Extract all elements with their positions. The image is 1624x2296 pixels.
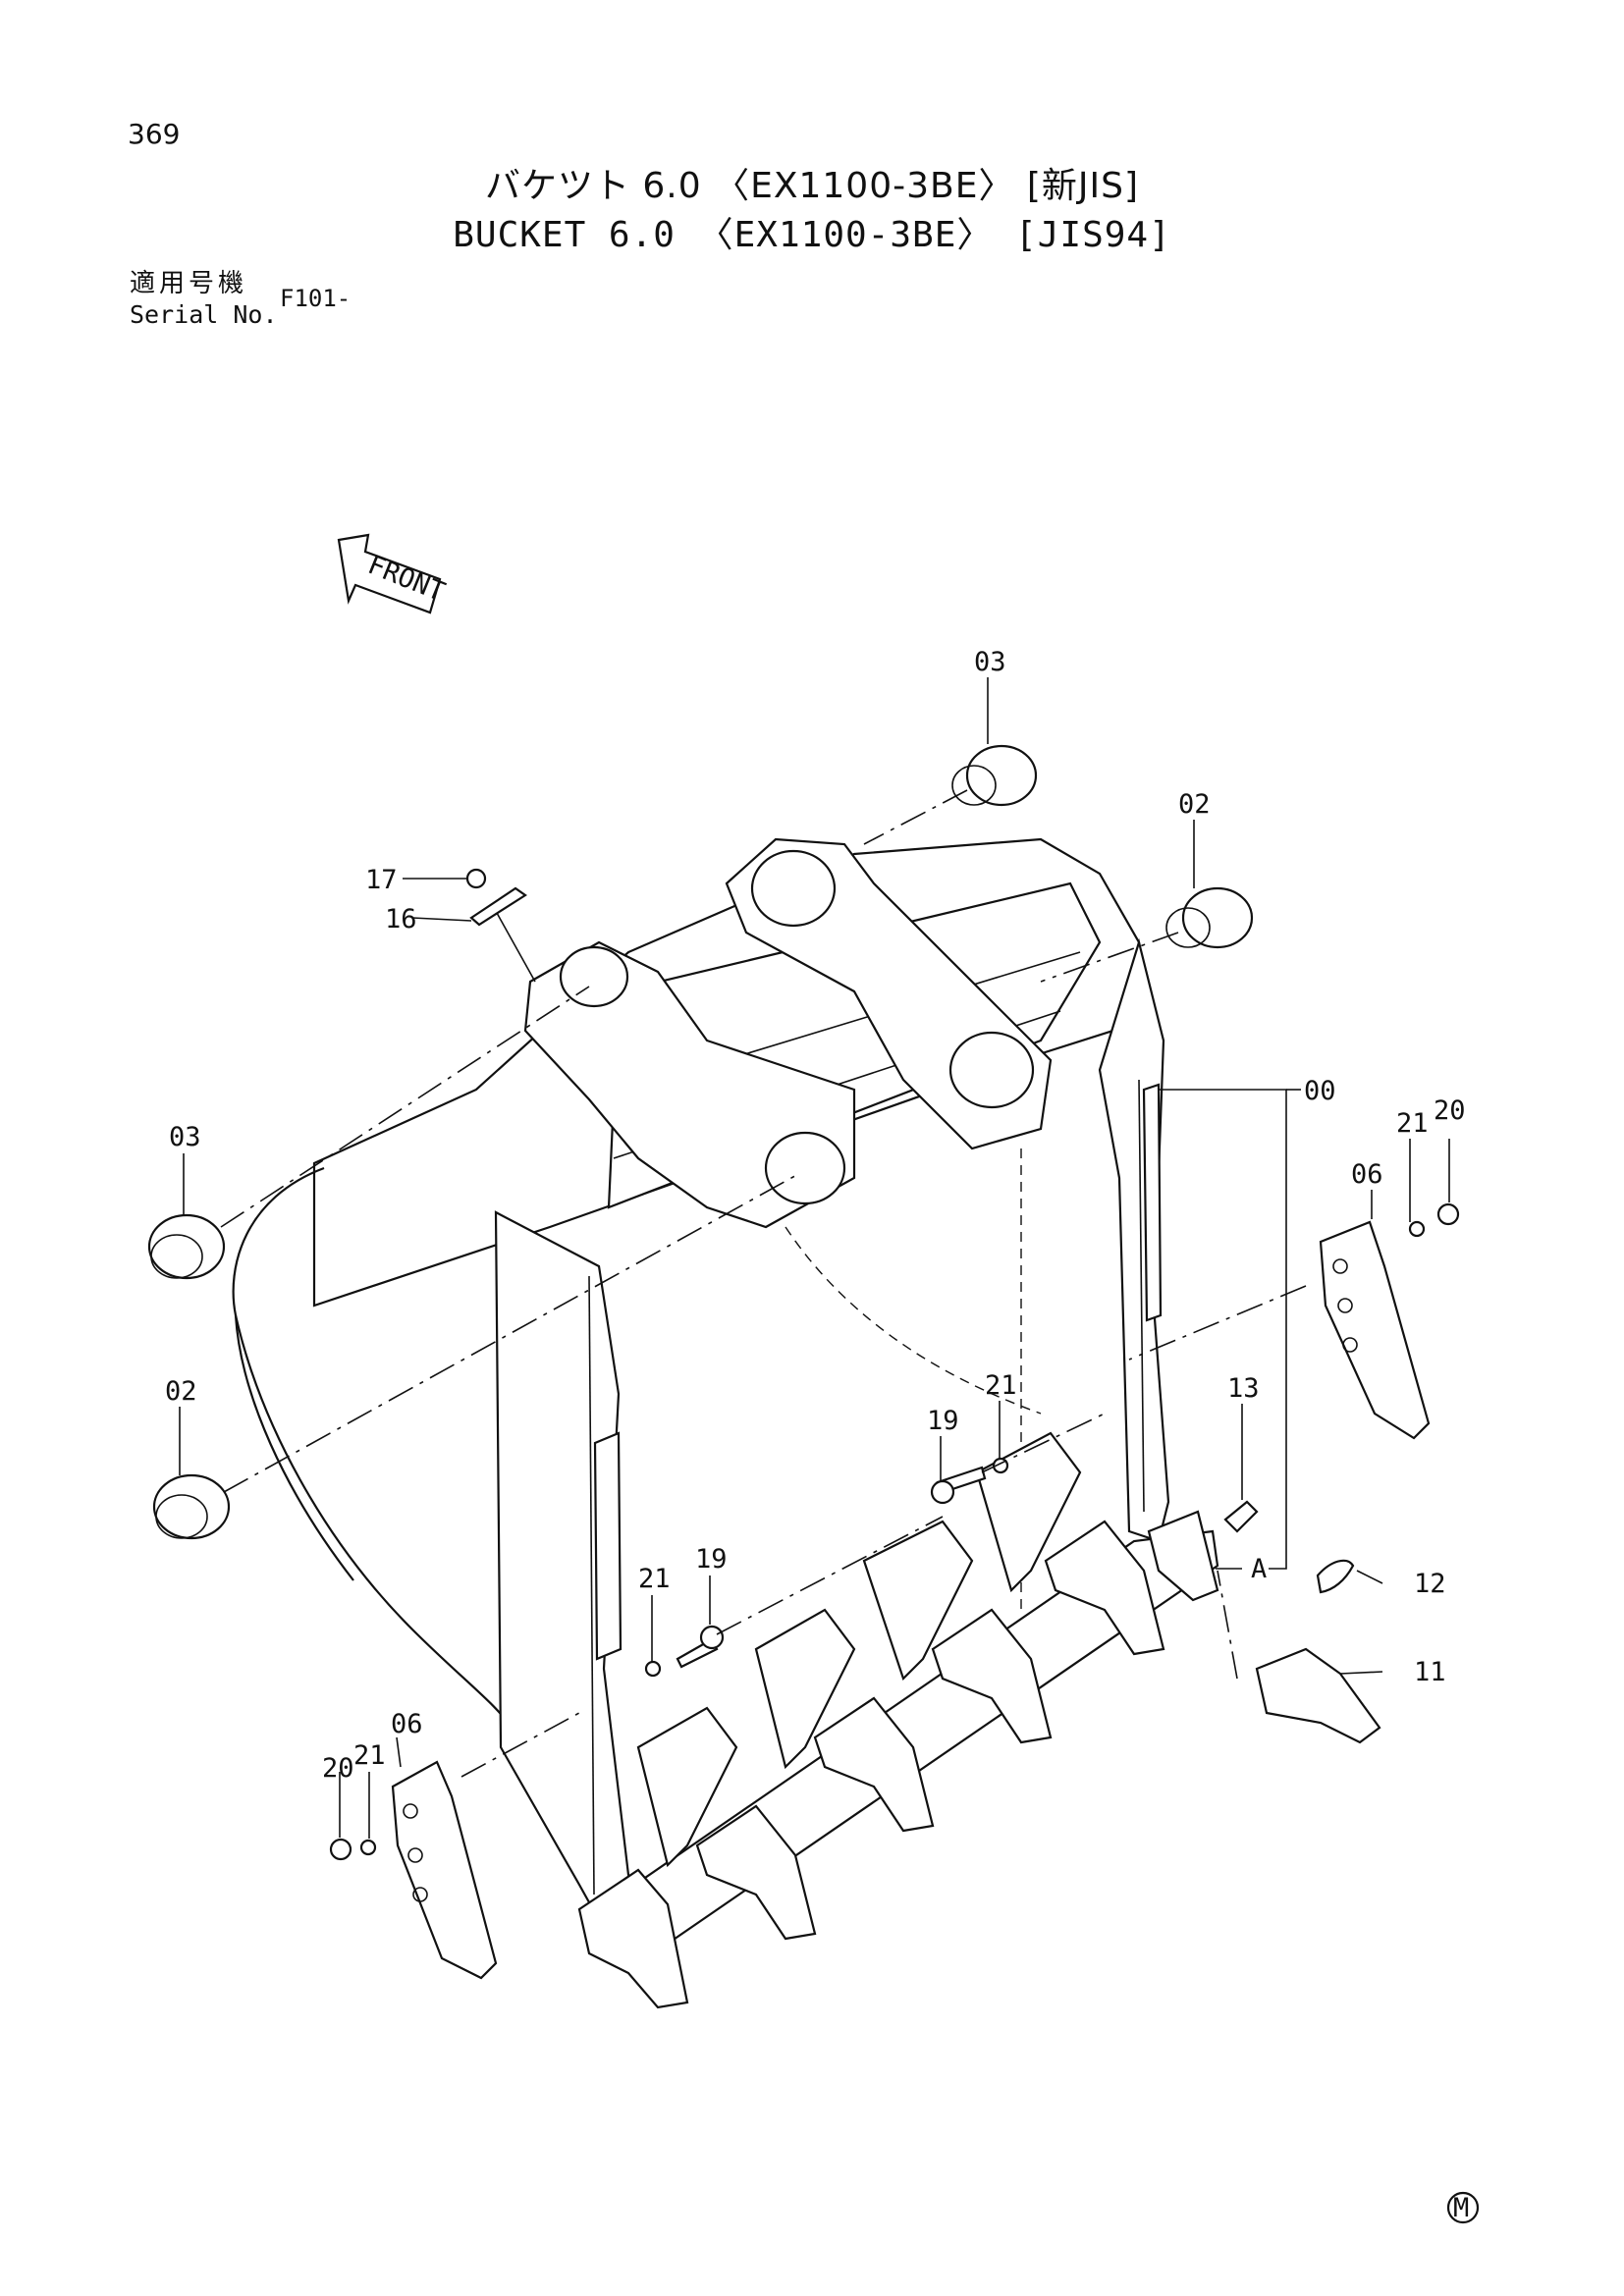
part-label-17: 17 <box>365 865 398 895</box>
part-label-16: 16 <box>385 904 417 934</box>
serial-label-english: Serial No. <box>130 300 278 329</box>
part-label-20-right: 20 <box>1434 1095 1466 1126</box>
bolt-17 <box>465 868 487 889</box>
part-label-19-center: 19 <box>927 1406 959 1436</box>
front-arrow-icon: FRONT <box>337 533 449 614</box>
serial-label-japanese: 適用号機 <box>130 269 248 298</box>
bolt-19-right <box>930 1466 987 1505</box>
part-label-21-center: 21 <box>985 1370 1017 1401</box>
page-number: 369 <box>128 118 181 150</box>
part-label-19-left: 19 <box>695 1544 728 1575</box>
bushing-02-left <box>152 1473 231 1540</box>
bucket-teeth <box>577 1431 1219 2009</box>
lock-12 <box>1316 1559 1355 1594</box>
bucket-body <box>232 837 1219 1946</box>
part-label-20-left: 20 <box>322 1753 354 1784</box>
washer-21-d <box>359 1839 377 1856</box>
bushing-03-top <box>951 744 1038 807</box>
ref-label-A: A <box>1251 1554 1267 1584</box>
nut-20-b <box>329 1838 352 1861</box>
nut-20-a <box>1436 1202 1460 1226</box>
part-label-02-right: 02 <box>1178 789 1211 820</box>
part-label-02-left: 02 <box>165 1376 197 1407</box>
part-label-21-left-lower: 21 <box>353 1740 386 1771</box>
title-japanese: バケツト 6.0 〈EX1100-3BE〉 [新JIS] <box>484 166 1140 206</box>
serial-number-value: F101- <box>280 285 352 312</box>
part-label-06-right: 06 <box>1351 1159 1383 1190</box>
plate-16 <box>469 886 527 927</box>
leader-lines <box>179 677 1450 1839</box>
m-mark-letter: M <box>1453 2193 1469 2223</box>
bucket-lug-left <box>523 940 856 1229</box>
pin-13 <box>1223 1500 1259 1533</box>
part-label-21-left: 21 <box>638 1564 671 1594</box>
bucket-lug-right <box>725 837 1053 1150</box>
bushing-03-left <box>147 1213 226 1280</box>
part-label-06-left: 06 <box>391 1709 423 1739</box>
tooth-point-11 <box>1255 1647 1381 1744</box>
washer-21-c <box>1408 1220 1426 1238</box>
bushing-02-right <box>1165 886 1254 949</box>
part-label-00: 00 <box>1304 1076 1336 1106</box>
part-label-12: 12 <box>1414 1569 1446 1599</box>
washer-21-b <box>644 1660 662 1678</box>
title-english: BUCKET 6.0 〈EX1100-3BE〉 [JIS94] <box>453 215 1171 255</box>
part-label-13: 13 <box>1227 1373 1260 1404</box>
side-cutter-right <box>1319 1220 1431 1440</box>
bolt-19-left <box>676 1625 725 1669</box>
part-label-03-top: 03 <box>974 647 1006 677</box>
m-mark: M <box>1446 2191 1480 2224</box>
side-cutter-left <box>391 1760 498 1980</box>
part-label-11: 11 <box>1414 1657 1446 1687</box>
part-label-21-right-upper: 21 <box>1396 1108 1429 1139</box>
part-label-03-left: 03 <box>169 1122 201 1152</box>
